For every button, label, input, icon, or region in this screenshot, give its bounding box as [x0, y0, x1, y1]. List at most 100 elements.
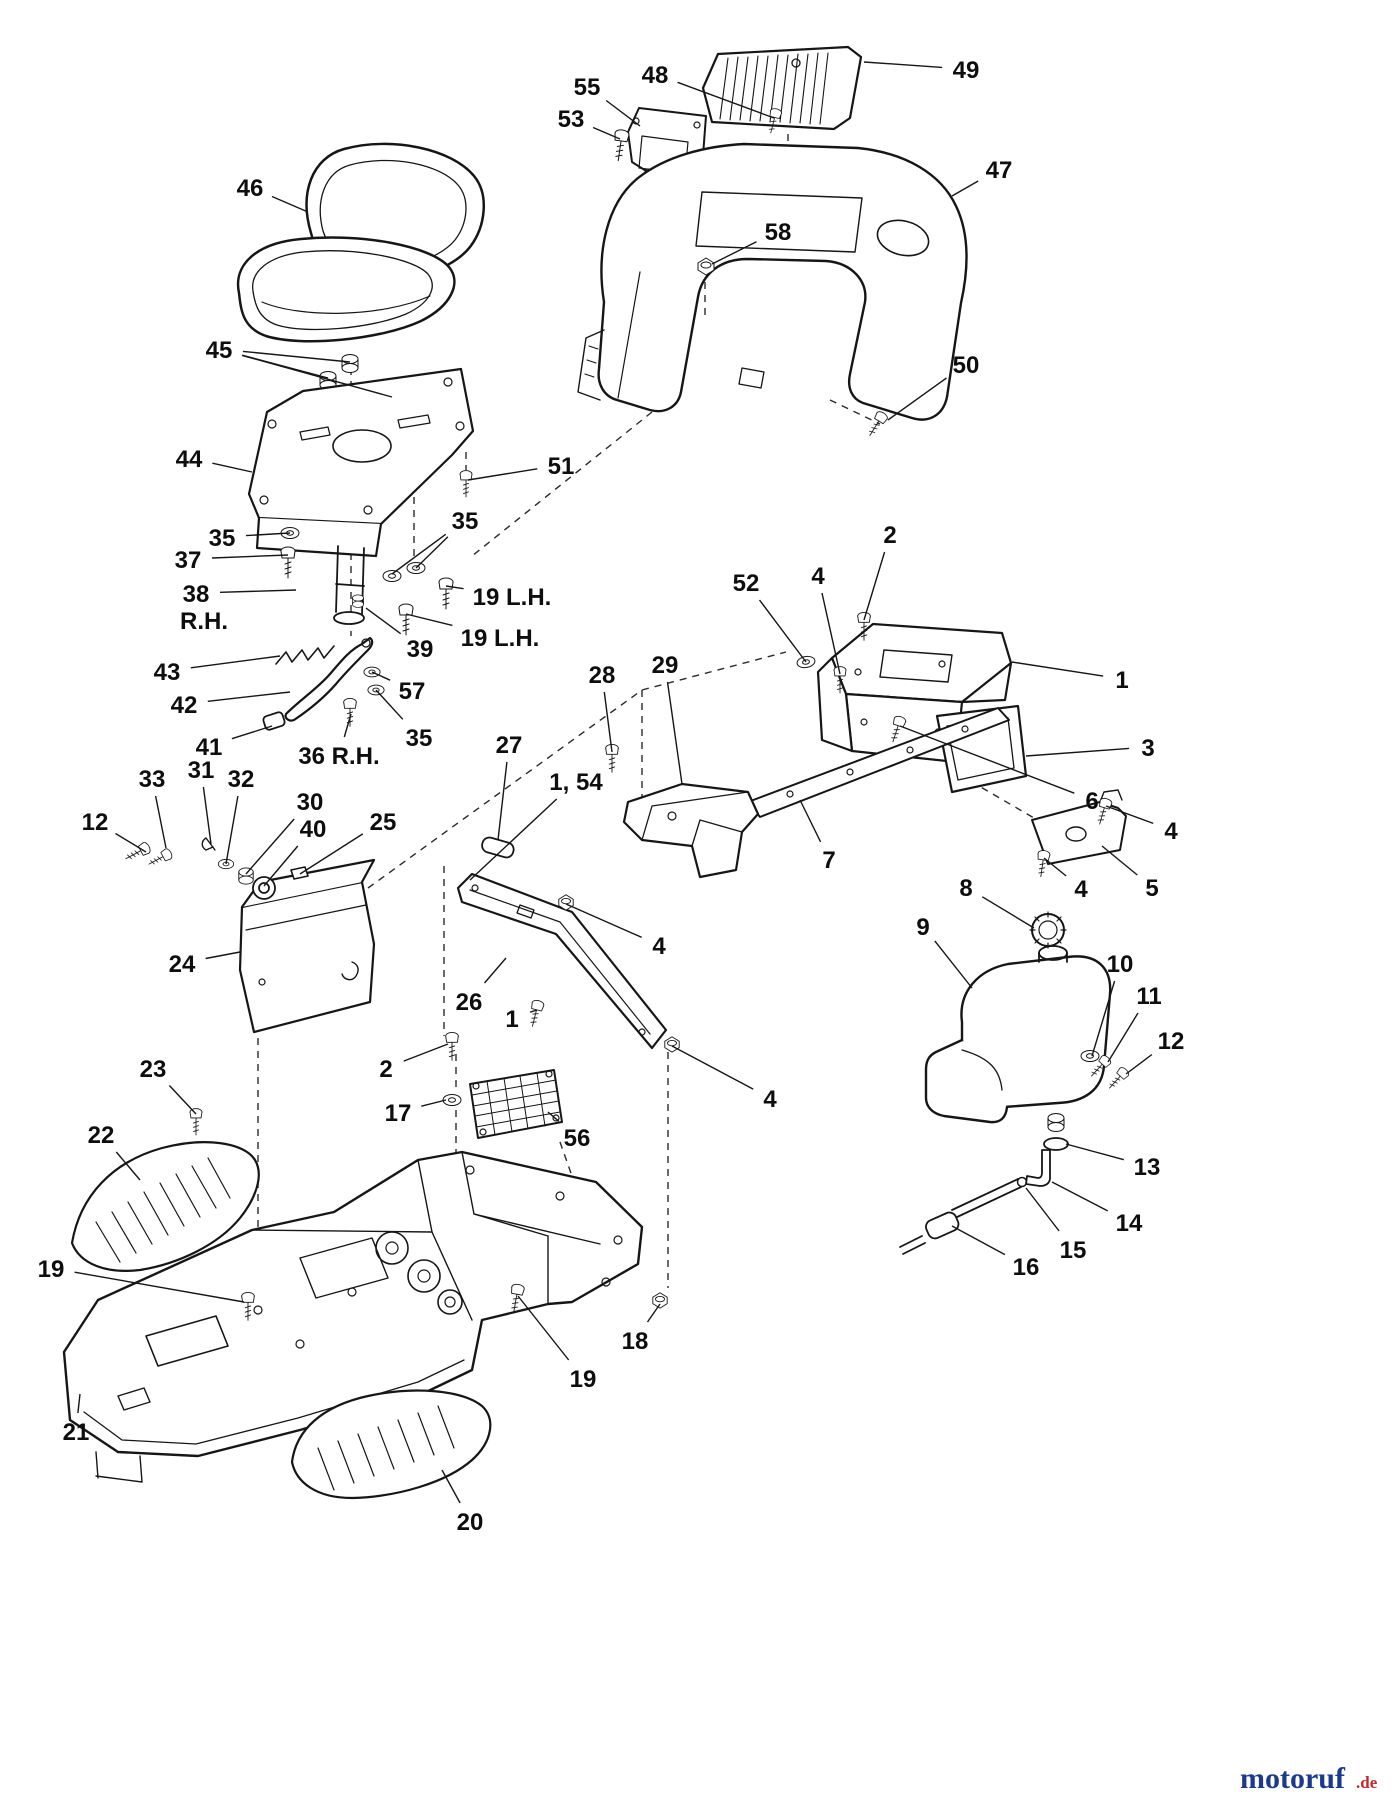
screw-12 — [1104, 1065, 1131, 1093]
callout-leader-line — [421, 1099, 447, 1107]
chassis — [62, 1150, 644, 1483]
callout-label: 26 — [456, 989, 483, 1016]
washer-10 — [1080, 1050, 1100, 1062]
callout-leader-line — [1125, 1053, 1153, 1075]
callout-label: 47 — [986, 157, 1013, 184]
callout-leader-line — [799, 799, 822, 843]
callout-leaders — [74, 61, 1154, 1504]
callout-leader-line — [225, 795, 239, 865]
callout-leader-line — [115, 832, 147, 853]
callout-leader-line — [671, 1045, 754, 1090]
callout-label: 16 — [1013, 1254, 1040, 1281]
callout-label: 46 — [237, 175, 264, 202]
callout-leader-line — [77, 1393, 81, 1414]
callout-leader-line — [205, 951, 241, 960]
callout-leader-line — [711, 241, 757, 265]
callout-label: 19 L.H. — [461, 625, 540, 652]
screw-36-rh — [343, 697, 357, 727]
callout-label: 49 — [953, 57, 980, 84]
callout-label: 30 — [297, 789, 324, 816]
callout-label: 2 — [883, 522, 896, 549]
side-panel — [238, 858, 376, 1034]
callout-label: 36 R.H. — [298, 743, 379, 770]
bushing-30 — [238, 867, 254, 885]
callout-leader-line — [517, 1295, 570, 1361]
callout-label: 1 — [505, 1006, 518, 1033]
callout-label: 11 — [1136, 983, 1161, 1010]
callout-leader-line — [115, 1151, 141, 1181]
callout-leader-line — [263, 845, 299, 887]
callout-label: 4 — [811, 563, 825, 590]
callout-leader-line — [592, 126, 621, 140]
callout-label: 42 — [171, 692, 198, 719]
watermark: motoruf .de — [1240, 1762, 1378, 1795]
callout-label: 57 — [399, 678, 426, 705]
callout-leader-line — [646, 1303, 661, 1323]
seat — [236, 142, 485, 343]
clamp-15 — [1016, 1176, 1028, 1188]
fuel-cap — [1029, 911, 1067, 949]
callout-label: 52 — [733, 570, 760, 597]
callout-label: 35 — [406, 725, 433, 752]
footrest-left — [70, 1141, 260, 1272]
callout-leader-line — [441, 1469, 461, 1504]
callout-label: 38 — [183, 581, 210, 608]
callout-label: 13 — [1134, 1154, 1161, 1181]
callout-label: 35 — [209, 525, 236, 552]
hood-grille — [701, 45, 863, 131]
callout-label: 1 — [1115, 667, 1128, 694]
tank-fitting — [1047, 1113, 1065, 1132]
callout-label: 3 — [1141, 735, 1154, 762]
callout-label: 53 — [558, 106, 585, 133]
console-shroud — [577, 142, 968, 421]
callout-leader-line — [445, 585, 464, 590]
seat-hinge-bracket — [333, 545, 365, 625]
callout-label: 31 — [188, 757, 215, 784]
fuel-filter-16 — [925, 1211, 960, 1240]
callout-label: 6 — [1085, 788, 1098, 815]
callout-leader-line — [211, 554, 289, 559]
callout-leader-line — [677, 81, 775, 119]
callout-leader-line — [863, 551, 886, 621]
callout-leader-line — [1025, 747, 1130, 757]
spring-43 — [275, 645, 335, 665]
callout-label: 28 — [589, 662, 616, 689]
callout-leader-line — [299, 833, 364, 875]
callout-leader-line — [605, 99, 641, 127]
callout-label: 45 — [206, 337, 233, 364]
screw-19-lh — [438, 577, 454, 610]
lift-lever — [284, 636, 374, 722]
nut-4 — [664, 1036, 680, 1053]
callout-label: 55 — [574, 74, 601, 101]
callout-label: 22 — [88, 1122, 115, 1149]
callout-leader-line — [1043, 857, 1067, 877]
callout-label: 43 — [154, 659, 181, 686]
callout-label: 19 — [38, 1256, 65, 1283]
washer-35 — [382, 570, 402, 582]
callout-leader-line — [241, 354, 393, 398]
callout-label: 18 — [622, 1328, 649, 1355]
pivot-pin-27 — [481, 836, 515, 859]
screw-50 — [864, 409, 890, 440]
callout-leader-line — [981, 896, 1035, 929]
screw-53 — [610, 128, 630, 163]
callout-label: 20 — [457, 1509, 484, 1536]
callout-leader-line — [934, 940, 973, 989]
callout-label: 51 — [548, 453, 575, 480]
callout-label: 50 — [953, 352, 980, 379]
callout-leader-line — [391, 533, 447, 575]
callout-leader-line — [887, 377, 947, 421]
callout-leader-line — [231, 725, 273, 740]
callout-label: 56 — [564, 1125, 591, 1152]
callout-label: 35 — [452, 508, 479, 535]
callout-label: 15 — [1060, 1237, 1087, 1264]
callout-label: 23 — [140, 1056, 167, 1083]
callout-label: 4 — [1164, 818, 1178, 845]
callout-leader-line — [666, 681, 683, 785]
callout-leader-line — [951, 1225, 1006, 1256]
callout-leader-line — [863, 61, 943, 69]
callout-leader-line — [1107, 1012, 1139, 1063]
callout-leader-line — [245, 532, 291, 537]
callout-label: 12 — [1158, 1028, 1185, 1055]
